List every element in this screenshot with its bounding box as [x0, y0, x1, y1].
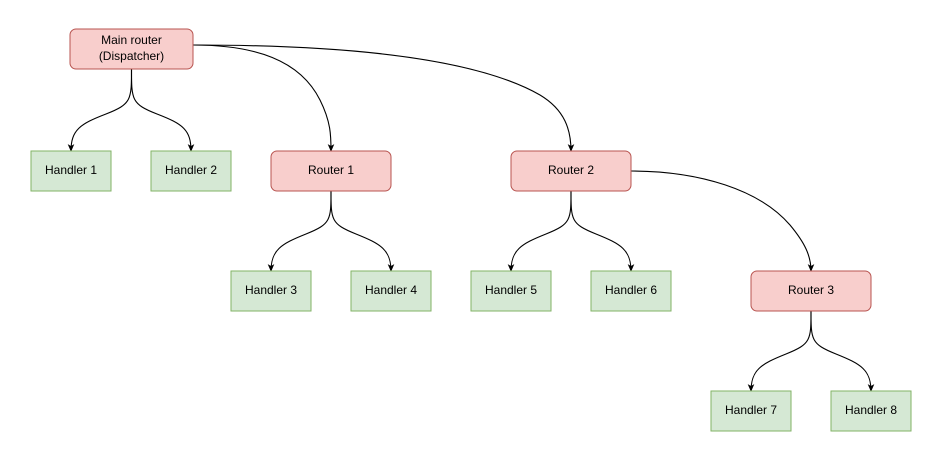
edges-layer	[67, 44, 875, 392]
node-handler-3[interactable]: Handler 3	[230, 270, 312, 312]
edge-main-router-to-router-2	[192, 44, 575, 152]
edge-main-router-to-handler-2	[130, 68, 195, 152]
handler-7-box[interactable]	[710, 390, 792, 432]
edge-main-router-to-router-1	[192, 44, 335, 152]
node-handler-6[interactable]: Handler 6	[590, 270, 672, 312]
edge-router-3-to-handler-8	[810, 310, 875, 392]
handler-3-box[interactable]	[230, 270, 312, 312]
node-router-1[interactable]: Router 1	[270, 150, 392, 192]
edge-router-2-to-router-3	[630, 170, 815, 272]
handler-5-label: Handler 5	[485, 283, 537, 297]
node-handler-1[interactable]: Handler 1	[30, 150, 112, 192]
handler-3-label: Handler 3	[245, 283, 297, 297]
edge-router-3-to-handler-7	[747, 310, 812, 392]
node-router-3[interactable]: Router 3	[750, 270, 872, 312]
node-handler-7[interactable]: Handler 7	[710, 390, 792, 432]
handler-6-box[interactable]	[590, 270, 672, 312]
handler-2-box[interactable]	[150, 150, 232, 192]
node-handler-8[interactable]: Handler 8	[830, 390, 912, 432]
handler-4-label: Handler 4	[365, 283, 417, 297]
router-2-box[interactable]	[510, 150, 632, 192]
handler-1-box[interactable]	[30, 150, 112, 192]
edge-router-2-to-handler-5	[507, 190, 572, 272]
edge-main-router-to-handler-1	[67, 68, 133, 152]
main-router-label: (Dispatcher)	[99, 49, 164, 63]
handler-1-label: Handler 1	[45, 163, 97, 177]
handler-6-label: Handler 6	[605, 283, 657, 297]
nodes-layer: Main router (Dispatcher) Handler 1 Handler …	[30, 28, 912, 432]
main-router-label: Main router	[101, 33, 162, 47]
router-1-box[interactable]	[270, 150, 392, 192]
handler-4-box[interactable]	[350, 270, 432, 312]
router-3-box[interactable]	[750, 270, 872, 312]
edge-router-1-to-handler-3	[267, 190, 332, 272]
handler-8-box[interactable]	[830, 390, 912, 432]
router-1-label: Router 1	[308, 163, 354, 177]
node-handler-4[interactable]: Handler 4	[350, 270, 432, 312]
handler-7-label: Handler 7	[725, 403, 777, 417]
router-2-label: Router 2	[548, 163, 594, 177]
node-router-2[interactable]: Router 2	[510, 150, 632, 192]
router-3-label: Router 3	[788, 283, 834, 297]
main-router-box[interactable]	[69, 28, 194, 70]
edge-router-2-to-handler-6	[570, 190, 635, 272]
handler-8-label: Handler 8	[845, 403, 897, 417]
node-handler-5[interactable]: Handler 5	[470, 270, 552, 312]
handler-2-label: Handler 2	[165, 163, 217, 177]
edge-router-1-to-handler-4	[330, 190, 395, 272]
handler-5-box[interactable]	[470, 270, 552, 312]
node-handler-2[interactable]: Handler 2	[150, 150, 232, 192]
node-main-router[interactable]: Main router (Dispatcher)	[69, 28, 194, 70]
